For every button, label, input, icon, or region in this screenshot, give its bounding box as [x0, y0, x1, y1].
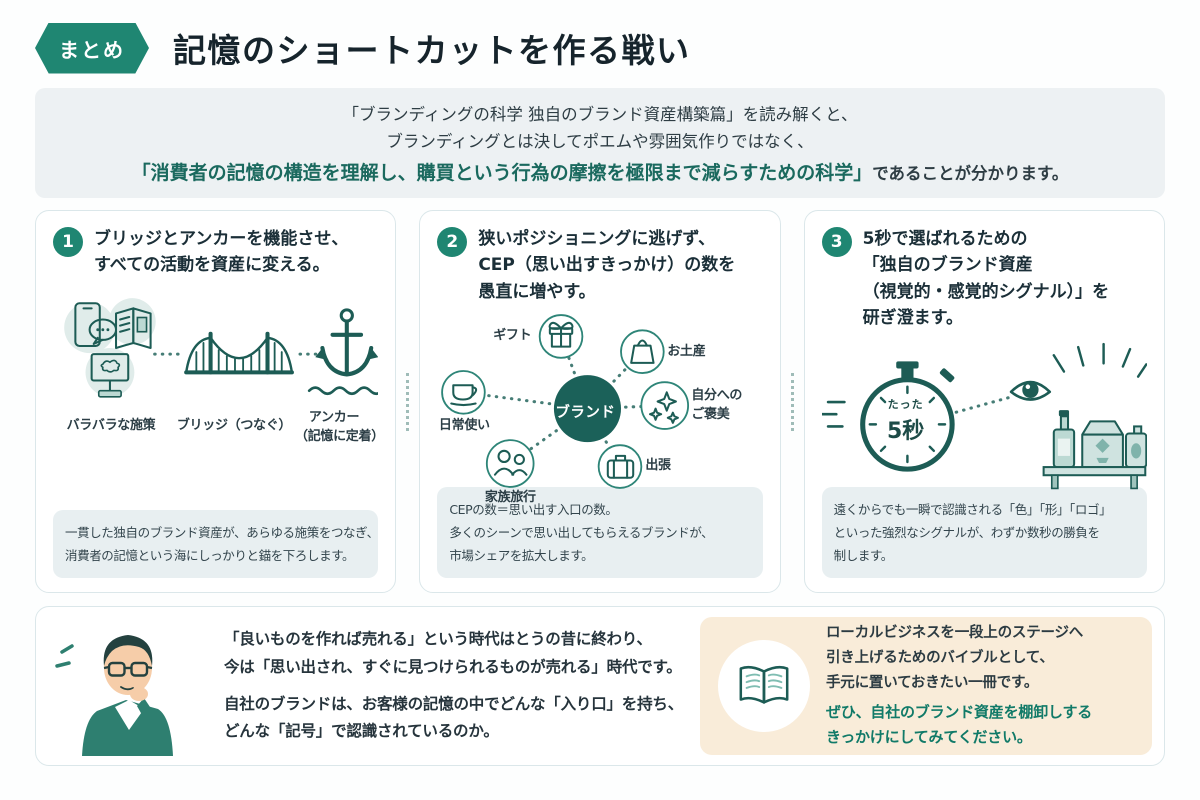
header: まとめ 記憶のショートカットを作る戦い	[35, 20, 1165, 76]
card-1-summary: 一貫した独自のブランド資産が、あらゆる施策をつなぎ、 消費者の記憶という海にしっ…	[53, 509, 379, 578]
gaze-dotted-line	[954, 395, 1013, 415]
family-icon	[494, 449, 528, 476]
stopwatch-label: たった 5秒	[887, 398, 925, 445]
label-anchor: アンカー （記憶に定着）	[295, 409, 384, 444]
label-scattered-tactics: バラバラな施策	[66, 417, 156, 433]
milk-carton-icon	[1080, 420, 1124, 469]
label-self-reward: 自分への ご褒美	[691, 388, 743, 422]
card-3-illustration: たった 5秒	[821, 339, 1147, 490]
card-1-head: 1 ブリッジとアンカーを機能させ、 すべての活動を資産に変える。	[53, 226, 378, 279]
thinking-person-illustration	[55, 635, 173, 756]
intro-panel: 「ブランディングの科学 独自のブランド資産構築篇」を読み解くと、 ブランディング…	[35, 88, 1165, 198]
signboard-icon	[90, 352, 130, 398]
recommendation-highlight: ぜひ、自社のブランド資産を棚卸しする きっかけにしてみてください。	[826, 702, 1093, 747]
card-2-illustration: ブランド ギフト お土産 自分への ご褒美 出張 家族旅行 日常使い	[437, 309, 762, 505]
sparkles-icon	[649, 391, 680, 424]
phone-chat-icon	[74, 301, 118, 347]
waves	[307, 386, 379, 395]
brand-circle	[554, 375, 622, 443]
attention-rays	[1052, 343, 1147, 379]
intro-highlight: 「消費者の記憶の構造を理解し、購買という行為の摩擦を極限まで減らすための科学」	[131, 162, 873, 185]
brochure-icon	[115, 307, 152, 349]
card-1-title: ブリッジとアンカーを機能させ、 すべての活動を資産に変える。	[94, 229, 349, 276]
suitcase-icon	[607, 454, 635, 479]
pouch-icon	[1124, 425, 1147, 469]
intro-rest: であることが分かります。	[872, 164, 1069, 184]
cards-row: 1 ブリッジとアンカーを機能させ、 すべての活動を資産に変える。	[35, 210, 1165, 593]
card-2-title: 狭いポジショニングに逃げず、 CEP（思い出すきっかけ）の数を 愚直に増やす。	[478, 229, 736, 302]
dotted-separator	[790, 372, 794, 431]
anchor-icon	[315, 308, 379, 377]
bridge-anchor-scene	[64, 297, 379, 398]
card-1-number-badge: 1	[53, 227, 83, 257]
card-2-number-badge: 2	[437, 227, 468, 257]
footer-panel: 「良いものを作れば売れる」という時代はとうの昔に終わり、 今は「思い出され、すぐ…	[35, 606, 1165, 766]
label-family-trip: 家族旅行	[484, 490, 536, 506]
eye-icon	[1009, 381, 1051, 402]
card-1-illustration: バラバラな施策 ブリッジ（つなぐ） アンカー （記憶に定着）	[53, 287, 384, 457]
label-gift: ギフト	[493, 328, 532, 344]
open-book-icon	[739, 665, 789, 704]
shelf	[1042, 466, 1146, 490]
dotted-separator	[406, 372, 410, 431]
intro-line-3: 「消費者の記憶の構造を理解し、購買という行為の摩擦を極限まで減らすための科学」で…	[35, 158, 1165, 185]
card-3-summary: 遠くからでも一瞬で認識される「色」「形」「ロゴ」 といった強烈なシグナルが、わず…	[821, 486, 1147, 578]
recommendation-text: ローカルビジネスを一段上のステージへ 引き上げるためのバイブルとして、 手元に置…	[826, 621, 1092, 751]
label-bridge: ブリッジ（つなぐ）	[176, 417, 292, 433]
label-daily-use: 日常使い	[438, 418, 490, 434]
summary-badge: まとめ	[35, 22, 149, 74]
label-souvenir: お土産	[667, 344, 706, 360]
card-bridge-anchor: 1 ブリッジとアンカーを機能させ、 すべての活動を資産に変える。	[35, 210, 397, 593]
card-brand-assets: 3 5秒で選ばれるための 「独自のブランド資産 （視覚的・感覚的シグナル）」を …	[803, 210, 1165, 593]
card-2-head: 2 狭いポジショニングに逃げず、 CEP（思い出すきっかけ）の数を 愚直に増やす…	[437, 226, 762, 305]
gift-icon	[548, 321, 574, 348]
commentary-text: 「良いものを作れば売れる」という時代はとうの昔に終わり、 今は「思い出され、すぐ…	[224, 629, 684, 741]
label-business-trip: 出張	[645, 458, 671, 474]
speed-lines	[821, 401, 846, 429]
card-3-number-badge: 3	[821, 227, 852, 257]
cep-network	[441, 314, 690, 489]
scattered-tactics-icons	[64, 297, 156, 398]
stopwatch-icon	[859, 361, 955, 473]
card-cep: 2 狭いポジショニングに逃げず、 CEP（思い出すきっかけ）の数を 愚直に増やす…	[419, 210, 781, 593]
bottle-icon	[1052, 410, 1075, 469]
card-2-summary: CEPの数＝思い出す入口の数。 多くのシーンで思い出してもらえるブランドが、 市…	[437, 486, 763, 578]
card-3-title: 5秒で選ばれるための 「独自のブランド資産 （視覚的・感覚的シグナル）」を 研ぎ…	[862, 229, 1110, 329]
intro-line-1: 「ブランディングの科学 独自のブランド資産構築篇」を読み解くと、	[342, 105, 858, 124]
shopping-bag-icon	[630, 339, 655, 364]
brand-label: ブランド	[555, 405, 616, 422]
card-3-head: 3 5秒で選ばれるための 「独自のブランド資産 （視覚的・感覚的シグナル）」を …	[821, 226, 1147, 331]
recommendation-panel: ローカルビジネスを一段上のステージへ 引き上げるためのバイブルとして、 手元に置…	[700, 617, 1152, 755]
intro-line-2: ブランディングとは決してポエムや雰囲気作りではなく、	[386, 132, 814, 152]
coffee-cup-icon	[450, 384, 478, 407]
book-circle	[718, 640, 810, 732]
five-seconds-scene	[821, 343, 1147, 490]
bridge-icon	[184, 331, 294, 375]
page-title: 記憶のショートカットを作る戦い	[173, 31, 691, 70]
